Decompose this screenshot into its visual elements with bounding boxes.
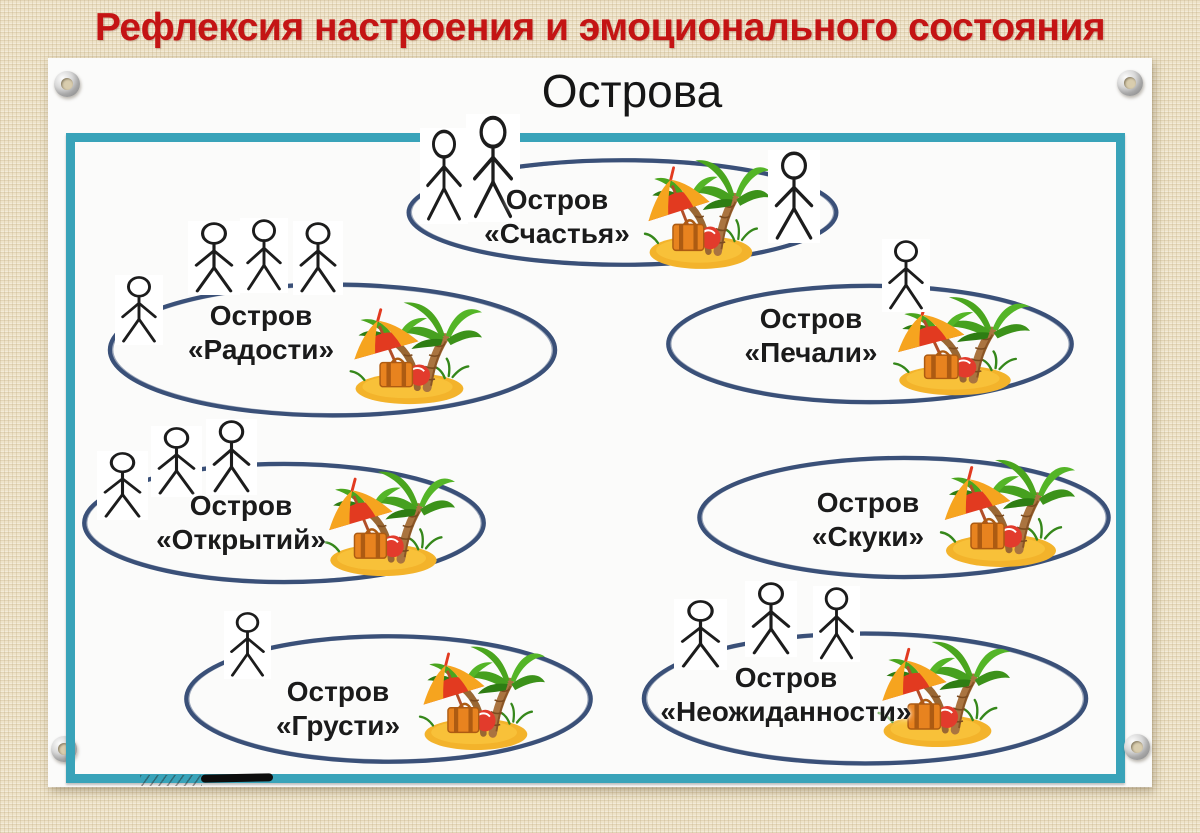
person-icon <box>674 599 727 670</box>
island-label-line1: Остров <box>189 490 293 521</box>
island-label-line2: «Печали» <box>744 337 878 368</box>
person-icon <box>224 611 271 679</box>
island-surprises-label: Остров «Неожиданности» <box>660 661 911 729</box>
teal-frame <box>66 133 1125 783</box>
island-label-line2: «Радости» <box>187 334 335 365</box>
grommet-top-right-icon <box>1117 70 1143 96</box>
person-icon <box>293 221 343 295</box>
person-icon <box>206 419 257 495</box>
palm-island-icon <box>630 150 770 272</box>
island-label-line1: Остров <box>286 676 390 707</box>
person-icon <box>115 275 163 345</box>
island-discoveries-label: Остров «Открытий» <box>156 489 326 557</box>
island-happiness-label: Остров «Счастья» <box>484 183 630 251</box>
person-icon <box>420 128 468 224</box>
person-icon <box>745 581 797 657</box>
island-label-line2: «Скуки» <box>811 521 925 552</box>
slide-heading: Рефлексия настроения и эмоционального со… <box>94 6 1106 49</box>
person-icon <box>188 221 240 295</box>
island-label-line1: Остров <box>734 662 838 693</box>
person-icon <box>97 451 148 520</box>
ink-smudge-decoration <box>200 773 274 783</box>
person-icon <box>151 426 202 497</box>
island-grief-label: Остров «Грусти» <box>276 675 400 743</box>
island-label-line1: Остров <box>816 487 920 518</box>
island-label-line2: «Неожиданности» <box>660 696 912 727</box>
grommet-top-left-icon <box>54 71 80 97</box>
stitch-marks-decoration <box>140 775 202 786</box>
palm-island-icon <box>310 462 455 579</box>
board-title: Острова <box>541 65 723 117</box>
island-label-line2: «Открытий» <box>156 524 326 555</box>
island-label-line2: «Грусти» <box>275 710 401 741</box>
island-sadness-label: Остров «Печали» <box>745 302 878 370</box>
island-boredom-label: Остров «Скуки» <box>812 486 924 554</box>
island-label-line1: Остров <box>505 184 609 215</box>
island-label-line1: Остров <box>759 303 863 334</box>
grommet-bottom-right-icon <box>1124 734 1150 760</box>
person-icon <box>466 114 520 222</box>
island-label-line2: «Счастья» <box>484 218 630 249</box>
person-icon <box>882 239 930 312</box>
person-icon <box>768 150 820 243</box>
person-icon <box>813 586 860 662</box>
island-joy-label: Остров «Радости» <box>188 299 334 367</box>
palm-island-icon <box>335 293 482 407</box>
palm-island-icon <box>925 450 1075 570</box>
person-icon <box>240 218 288 293</box>
island-label-line1: Остров <box>209 300 313 331</box>
palm-island-icon <box>405 637 545 753</box>
